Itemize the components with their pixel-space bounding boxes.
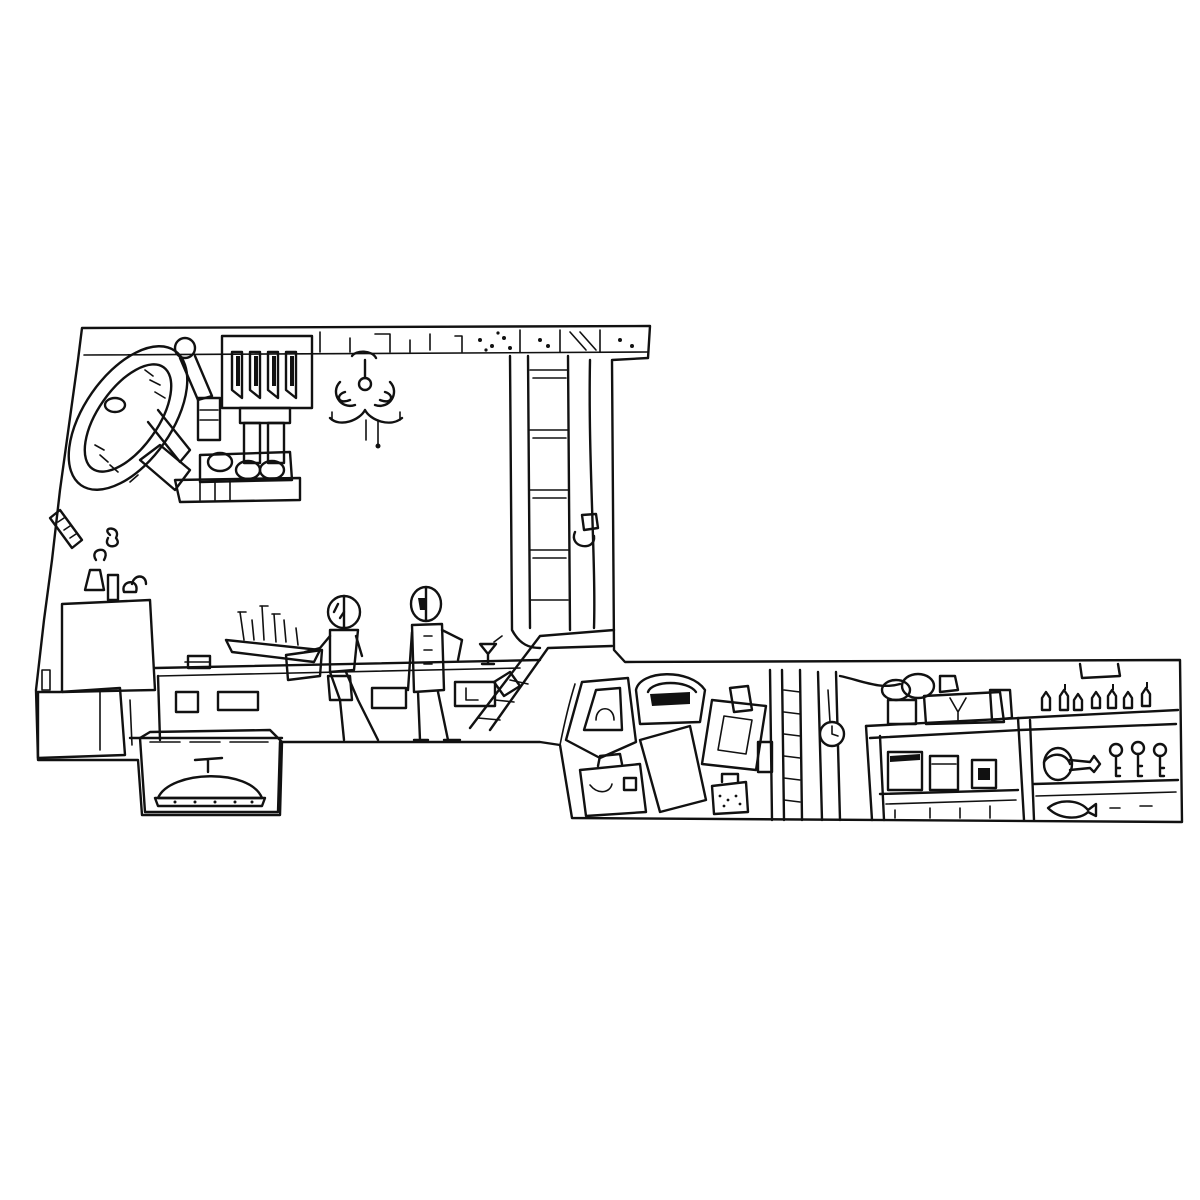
ham-icon — [1044, 748, 1100, 780]
robot-workshop — [38, 326, 312, 758]
bottles-shelf — [1042, 682, 1150, 710]
elevator-shaft — [470, 356, 614, 730]
wall-ruler — [50, 510, 82, 548]
robot-press-machine — [175, 336, 312, 502]
workshop-cabinet — [38, 529, 155, 758]
wall-clock-icon — [820, 690, 844, 746]
robot-waiter — [226, 596, 378, 740]
chandelier — [330, 352, 402, 449]
robot-arm — [140, 338, 220, 490]
keys-icon — [1110, 742, 1166, 776]
luggage-room — [560, 674, 772, 816]
bar-counter — [130, 656, 540, 740]
building-outline — [36, 326, 1182, 822]
luggage-cart — [566, 678, 636, 758]
martini-glass-icon — [480, 636, 502, 664]
suitcase-stack — [580, 674, 772, 816]
robot-butler — [408, 587, 462, 740]
dining-hall — [130, 352, 540, 812]
ceiling-strip — [320, 330, 634, 352]
cloche-platter — [140, 730, 282, 812]
storage-pantry — [866, 682, 1178, 820]
pipes — [770, 664, 1120, 820]
